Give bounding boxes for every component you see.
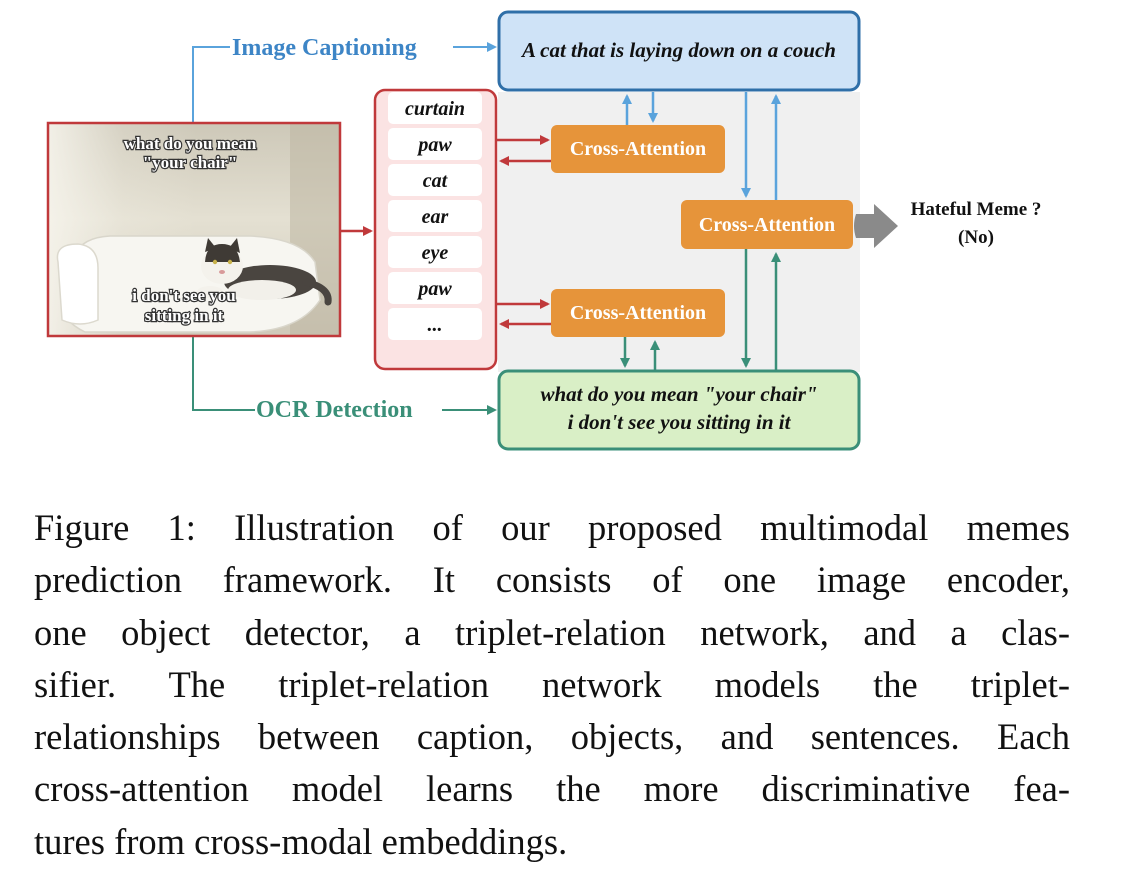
object-item-label: ear [422, 206, 449, 228]
object-item-label: paw [416, 278, 452, 300]
cross-attention-middle [681, 200, 853, 249]
object-item-box [388, 128, 482, 160]
object-item-label: paw [416, 134, 452, 156]
figure-caption: Figure 1: Illustration of our proposed m… [34, 502, 1070, 868]
captioning-connector [192, 46, 230, 122]
object-item: paw [388, 272, 482, 304]
caption-line: one object detector, a triplet-relation … [34, 611, 1070, 653]
object-item-box [388, 92, 482, 124]
ocr-detection-label: OCR Detection [256, 397, 413, 423]
object-item-box [388, 164, 482, 196]
meme-bottom-line2: sitting in it [145, 306, 224, 325]
object-item-box [388, 308, 482, 340]
meme-image: what do you mean "your chair" i don't se… [46, 121, 342, 338]
cross-attention-middle-label: Cross-Attention [699, 214, 835, 236]
cross-attention-top [551, 125, 725, 173]
caption-line: tures from cross-modal embeddings. [34, 820, 568, 862]
object-item-box [388, 236, 482, 268]
image-captioning-label: Image Captioning [232, 35, 417, 61]
ocr-box [497, 369, 861, 451]
caption-box [497, 10, 861, 92]
object-item-label: curtain [405, 98, 465, 120]
meme-top-line2: "your chair" [143, 153, 238, 172]
ocr-box-line1: what do you mean "your chair" [540, 382, 817, 406]
cross-attention-bottom-label: Cross-Attention [570, 302, 706, 324]
caption-line: Figure 1: Illustration of our proposed m… [34, 507, 1070, 548]
caption-line: prediction framework. It consists of one… [34, 559, 1070, 601]
meme-top-line1: what do you mean [124, 134, 257, 153]
caption-box-text: A cat that is laying down on a couch [520, 38, 836, 62]
output-line2: (No) [958, 227, 994, 248]
ocr-box-line2: i don't see you sitting in it [568, 410, 792, 434]
ocr-connector [192, 337, 255, 411]
object-item-box [388, 200, 482, 232]
object-item: eye [388, 236, 482, 268]
meme-bottom-line1: i don't see you [132, 286, 235, 305]
cat-figure [197, 238, 332, 306]
object-item-label: cat [423, 170, 449, 192]
cross-attention-top-label: Cross-Attention [570, 138, 706, 160]
object-item-label: ... [428, 314, 443, 336]
output-line1: Hateful Meme ? [911, 199, 1042, 220]
object-list: curtain paw cat ear eye paw... [388, 92, 482, 340]
caption-line: sifier. The triplet-relation network mod… [34, 663, 1070, 705]
caption-line: cross-attention model learns the more di… [34, 768, 1070, 810]
object-item: curtain [388, 92, 482, 124]
caption-line: relationships between caption, objects, … [34, 716, 1070, 758]
object-item: ear [388, 200, 482, 232]
object-item-label: eye [422, 242, 449, 264]
output-arrow [854, 204, 898, 248]
object-item-box [388, 272, 482, 304]
framework-diagram: Image Captioning OCR Detection A cat tha… [46, 10, 1042, 451]
cross-attention-bottom [551, 289, 725, 337]
object-item: cat [388, 164, 482, 196]
object-item: ... [388, 308, 482, 340]
object-item: paw [388, 128, 482, 160]
